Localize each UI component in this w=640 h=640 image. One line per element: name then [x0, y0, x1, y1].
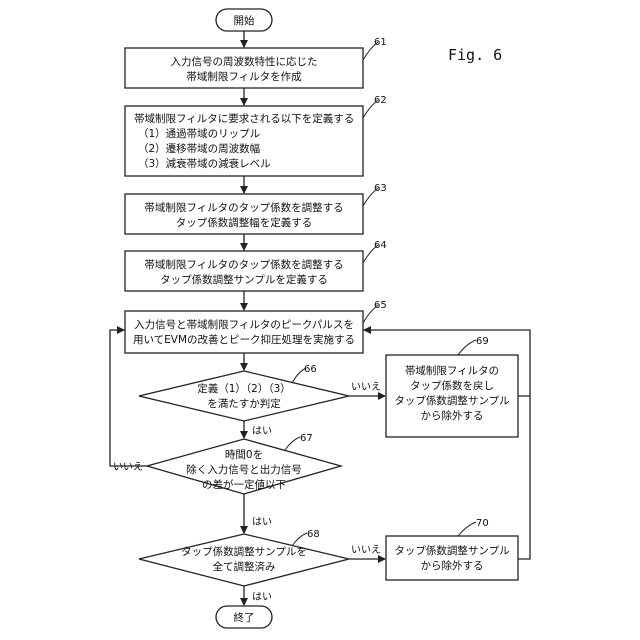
step-64-box: 帯域制限フィルタのタップ係数を調整する タップ係数調整サンプルを定義する: [125, 251, 363, 291]
end-label: 終了: [234, 611, 255, 624]
decision-68-line-2: 全て調整済み: [213, 560, 276, 573]
step-63-line-2: タップ係数調整幅を定義する: [176, 216, 313, 229]
decision-67-line-2: 除く入力信号と出力信号: [186, 463, 302, 476]
step-62-box: 帯域制限フィルタに要求される以下を定義する （1）通過帯域のリップル （2）遷移…: [125, 106, 363, 176]
step-62-line-2: （1）通過帯域のリップル: [138, 127, 260, 140]
step-65-ref: 65: [374, 300, 387, 311]
step-65-line-2: 用いてEVMの改善とピーク抑圧処理を実施する: [133, 333, 355, 346]
step-62-line-1: 帯域制限フィルタに要求される以下を定義する: [134, 112, 354, 125]
decision-68-ref: 68: [307, 529, 320, 540]
step-70-ref: 70: [476, 518, 489, 529]
step-62-line-3: （2）遷移帯域の周波数幅: [138, 142, 260, 155]
decision-67-yes-label: はい: [252, 516, 272, 528]
step-69-line-2: タップ係数を戻し: [410, 379, 494, 392]
decision-67-ref: 67: [300, 433, 313, 444]
end-terminal: 終了: [216, 606, 272, 628]
start-label: 開始: [234, 14, 255, 27]
step-63-box: 帯域制限フィルタのタップ係数を調整する タップ係数調整幅を定義する: [125, 194, 363, 234]
step-61-line-1: 入力信号の周波数特性に応じた: [171, 55, 318, 68]
decision-68-no-label: いいえ: [351, 544, 381, 556]
step-70-line-2: から除外する: [421, 559, 484, 572]
step-61-line-2: 帯域制限フィルタを作成: [186, 70, 302, 83]
step-63-line-1: 帯域制限フィルタのタップ係数を調整する: [144, 201, 343, 214]
step-64-line-2: タップ係数調整サンプルを定義する: [160, 273, 328, 286]
step-70-box: タップ係数調整サンプル から除外する: [386, 536, 518, 580]
decision-66-no-label: いいえ: [351, 381, 381, 393]
decision-66-line-1: 定義（1）（2）（3）: [197, 382, 291, 395]
step-70-line-1: タップ係数調整サンプル: [394, 544, 509, 557]
decision-66-ref: 66: [304, 364, 317, 375]
step-65-box: 入力信号と帯域制限フィルタのピークパルスを 用いてEVMの改善とピーク抑圧処理を…: [125, 311, 363, 353]
step-64-line-1: 帯域制限フィルタのタップ係数を調整する: [144, 258, 343, 271]
decision-68: タップ係数調整サンプルを 全て調整済み: [139, 534, 349, 586]
decision-68-yes-label: はい: [252, 591, 272, 603]
figure-label: Fig. 6: [448, 46, 502, 64]
step-62-ref: 62: [374, 95, 387, 106]
decision-67: 時間0を 除く入力信号と出力信号 の差が一定値以下: [147, 439, 341, 494]
decision-67-line-3: の差が一定値以下: [202, 478, 286, 491]
step-69-line-4: から除外する: [421, 409, 484, 422]
step-61-box: 入力信号の周波数特性に応じた 帯域制限フィルタを作成: [125, 48, 363, 88]
decision-66-yes-label: はい: [252, 425, 272, 437]
step-69-line-3: タップ係数調整サンプル: [394, 394, 509, 407]
step-69-line-1: 帯域制限フィルタの: [405, 364, 499, 377]
step-62-line-4: （3）減衰帯域の減衰レベル: [138, 157, 271, 170]
decision-68-line-1: タップ係数調整サンプルを: [181, 545, 307, 558]
step-69-ref: 69: [476, 336, 489, 347]
start-terminal: 開始: [216, 9, 272, 31]
step-69-box: 帯域制限フィルタの タップ係数を戻し タップ係数調整サンプル から除外する: [386, 355, 518, 437]
step-63-ref: 63: [374, 183, 387, 194]
decision-67-no-label: いいえ: [113, 461, 143, 473]
step-61-ref: 61: [374, 37, 387, 48]
decision-66: 定義（1）（2）（3） を満たすか判定: [139, 371, 349, 421]
step-65-line-1: 入力信号と帯域制限フィルタのピークパルスを: [134, 318, 354, 331]
decision-67-line-1: 時間0を: [225, 449, 263, 461]
decision-66-line-2: を満たすか判定: [207, 397, 281, 410]
step-64-ref: 64: [374, 240, 387, 251]
